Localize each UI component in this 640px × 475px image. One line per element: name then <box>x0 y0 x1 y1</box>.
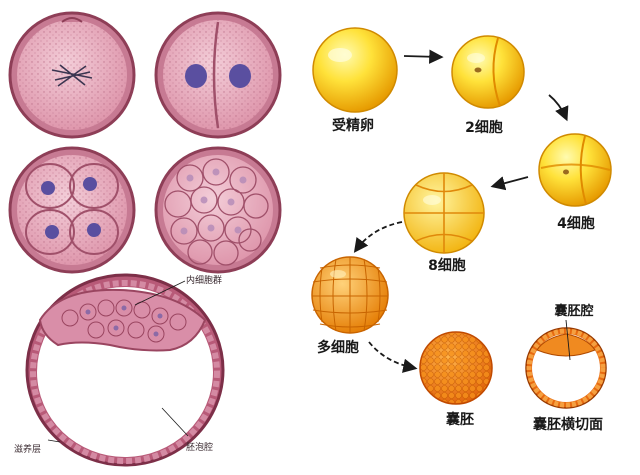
spindle-chromosomes <box>51 64 93 87</box>
arrow-2cell-to-4cell <box>548 94 569 122</box>
micro-blastocyst: 内细胞群 滋养层 胚泡腔 <box>14 273 225 467</box>
stage-morula <box>311 256 389 334</box>
label-eight-cell: 8细胞 <box>428 257 466 274</box>
nucleus <box>229 64 251 88</box>
stage-two-cell <box>451 35 525 109</box>
stage-blastocyst-section <box>525 319 607 409</box>
label-blastocoel-right: 囊胚腔 <box>553 303 593 319</box>
label-four-cell: 4细胞 <box>557 215 595 232</box>
label-blastocyst-section: 囊胚横切面 <box>532 416 603 433</box>
stage-four-cell <box>538 133 612 207</box>
label-blastocoel: 胚泡腔 <box>186 441 213 453</box>
section-inner-cell-mass <box>536 333 596 357</box>
arrow-morula-to-blastocyst <box>368 341 418 373</box>
micro-zygote-dividing <box>8 11 136 139</box>
label-blastocyst: 囊胚 <box>445 411 474 428</box>
arrow-4cell-to-8cell <box>490 176 529 191</box>
stage-zygote <box>312 27 398 113</box>
micro-morula <box>154 146 282 274</box>
label-two-cell: 2细胞 <box>465 119 503 136</box>
label-inner-cell-mass: 内细胞群 <box>186 274 222 286</box>
label-trophoblast: 滋养层 <box>14 443 41 455</box>
micro-two-cell <box>154 11 282 139</box>
arrow-zygote-to-2cell <box>403 49 444 64</box>
label-zygote: 受精卵 <box>332 117 374 134</box>
stage-eight-cell <box>403 172 485 254</box>
micro-four-cell <box>8 146 136 274</box>
nucleus <box>185 64 207 88</box>
label-morula: 多细胞 <box>317 339 359 356</box>
arrow-8cell-to-morula <box>353 221 403 253</box>
stage-blastocyst <box>419 331 493 405</box>
